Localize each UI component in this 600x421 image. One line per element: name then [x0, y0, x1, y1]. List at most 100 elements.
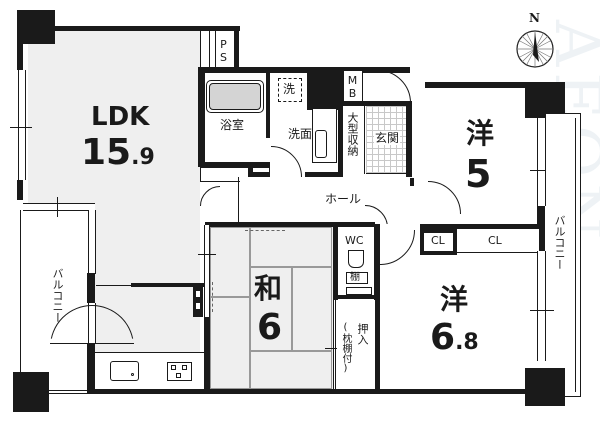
- bath-label: 浴室: [220, 118, 245, 132]
- corner-pillar-bottom-right: [525, 368, 565, 406]
- tatami-mat: [292, 267, 332, 351]
- window-ldk-balcony-top: [23, 203, 95, 211]
- small-storage-divider: [248, 167, 253, 183]
- bath-wall-left: [198, 67, 205, 167]
- closet-oshiire[interactable]: [333, 300, 375, 389]
- sink-drain: [131, 373, 134, 376]
- window-left-ldk: [18, 70, 26, 180]
- w5-wall-left-lower: [410, 178, 414, 186]
- entrance-wall-right: [406, 101, 412, 181]
- window-mark: [198, 254, 216, 255]
- ps-wall-right: [234, 26, 239, 72]
- closet-cl1[interactable]: [420, 229, 457, 255]
- closet-cl2[interactable]: [457, 229, 539, 253]
- burner-1: [171, 365, 176, 370]
- wall-left-ldk-2: [17, 180, 23, 200]
- cl-wall-top: [420, 224, 545, 229]
- hall-label: ホール: [325, 192, 362, 206]
- jp-wall-left-line: [204, 225, 210, 390]
- ps-shaft: [215, 31, 235, 71]
- fridge-detail: [196, 291, 200, 297]
- bathtub-icon: [206, 80, 264, 113]
- large-storage: [343, 106, 365, 174]
- mb-label: MB: [346, 74, 359, 100]
- fridge-block: [193, 287, 203, 317]
- stove-icon[interactable]: [167, 362, 192, 381]
- ps-frame: [200, 31, 210, 71]
- jp-dashed-line: [212, 282, 213, 312]
- ps-wall-top: [200, 26, 240, 31]
- wc-wall-bottom: [332, 295, 380, 299]
- kitchen-counter: [95, 352, 205, 389]
- balcony-left: [20, 210, 90, 390]
- burner-2: [182, 365, 187, 370]
- washer-label: 洗: [283, 82, 296, 96]
- wall-ldk-left-bottom: [87, 343, 95, 393]
- compass: N: [515, 12, 555, 72]
- wall-left-ldk: [17, 44, 23, 70]
- window-w68-right: [537, 251, 546, 361]
- tatami-mat: [250, 227, 332, 267]
- jp-wall-top: [205, 222, 375, 227]
- tatami-mat: [210, 227, 250, 297]
- closet-note: (枕棚付): [340, 322, 351, 374]
- window-w5-right: [537, 118, 546, 206]
- closet-mark: [325, 348, 337, 349]
- vanity: [312, 108, 337, 163]
- corner-pillar-top-right: [525, 82, 565, 118]
- compass-icon: [516, 30, 554, 68]
- kitchen-partition-thin: [96, 285, 131, 286]
- western5-label: 洋: [466, 117, 495, 150]
- jp-dashed-line: [245, 230, 285, 231]
- wall-bottom-ldk: [87, 389, 537, 394]
- w68-wall-left: [374, 224, 380, 394]
- shelf-box: [346, 272, 368, 284]
- western-room-6-8: [380, 255, 537, 389]
- window-ldk-balcony-left: [88, 210, 96, 274]
- window-mark: [530, 170, 554, 171]
- entrance-label: 玄関: [374, 131, 401, 145]
- wall-ldk-left-lower: [87, 273, 95, 303]
- washroom-label: 洗面: [288, 127, 313, 141]
- wc-bottom-shelf: [346, 287, 372, 295]
- balcony-left-bottom-rail: [49, 390, 89, 394]
- storage-label: 大型収納: [346, 112, 359, 156]
- vanity-basin: [315, 130, 327, 158]
- tatami-mat: [210, 297, 250, 389]
- w5-fill: [412, 88, 434, 108]
- w5-wall-top: [425, 82, 535, 88]
- window-mark: [57, 197, 58, 217]
- tatami-mat: [250, 267, 292, 351]
- balcony-right-inner: [546, 118, 576, 392]
- bath-wall-bottom: [198, 162, 270, 167]
- balcony-left-label: バルコニー: [51, 268, 64, 323]
- closet-divider: [335, 300, 337, 389]
- jp-wall-left-lower: [205, 317, 210, 390]
- wc: [338, 227, 374, 297]
- corner-pillar-top-left: [17, 10, 55, 44]
- hall-wall-left-top: [252, 172, 270, 177]
- compass-north-label: N: [529, 11, 540, 25]
- window-mark: [530, 310, 554, 311]
- washroom-wall-right: [338, 67, 343, 177]
- closet-label: 押入: [356, 323, 369, 345]
- western68-size: 6.8: [430, 320, 479, 356]
- burner-3: [176, 373, 181, 378]
- washroom-wall-bottom: [305, 172, 343, 177]
- western68-label: 洋: [440, 283, 469, 316]
- washer-space[interactable]: [278, 78, 302, 102]
- corner-pillar-bottom-left: [13, 372, 49, 412]
- door-line: [50, 343, 134, 344]
- wc-label: WC: [345, 234, 364, 247]
- hall-line-left: [238, 177, 240, 225]
- japanese-room: [210, 227, 333, 389]
- japanese-label: 和: [254, 272, 283, 305]
- mb-wall-bottom: [343, 101, 408, 106]
- western68-size-decimal: .8: [455, 330, 479, 355]
- ldk-size: 15.9: [81, 135, 155, 171]
- ldk-size-decimal: .9: [131, 145, 155, 170]
- wall-top-ldk: [55, 26, 239, 31]
- bath-wall-right: [266, 73, 270, 138]
- cl1-label: CL: [431, 234, 445, 247]
- kitchen-partition: [131, 283, 206, 287]
